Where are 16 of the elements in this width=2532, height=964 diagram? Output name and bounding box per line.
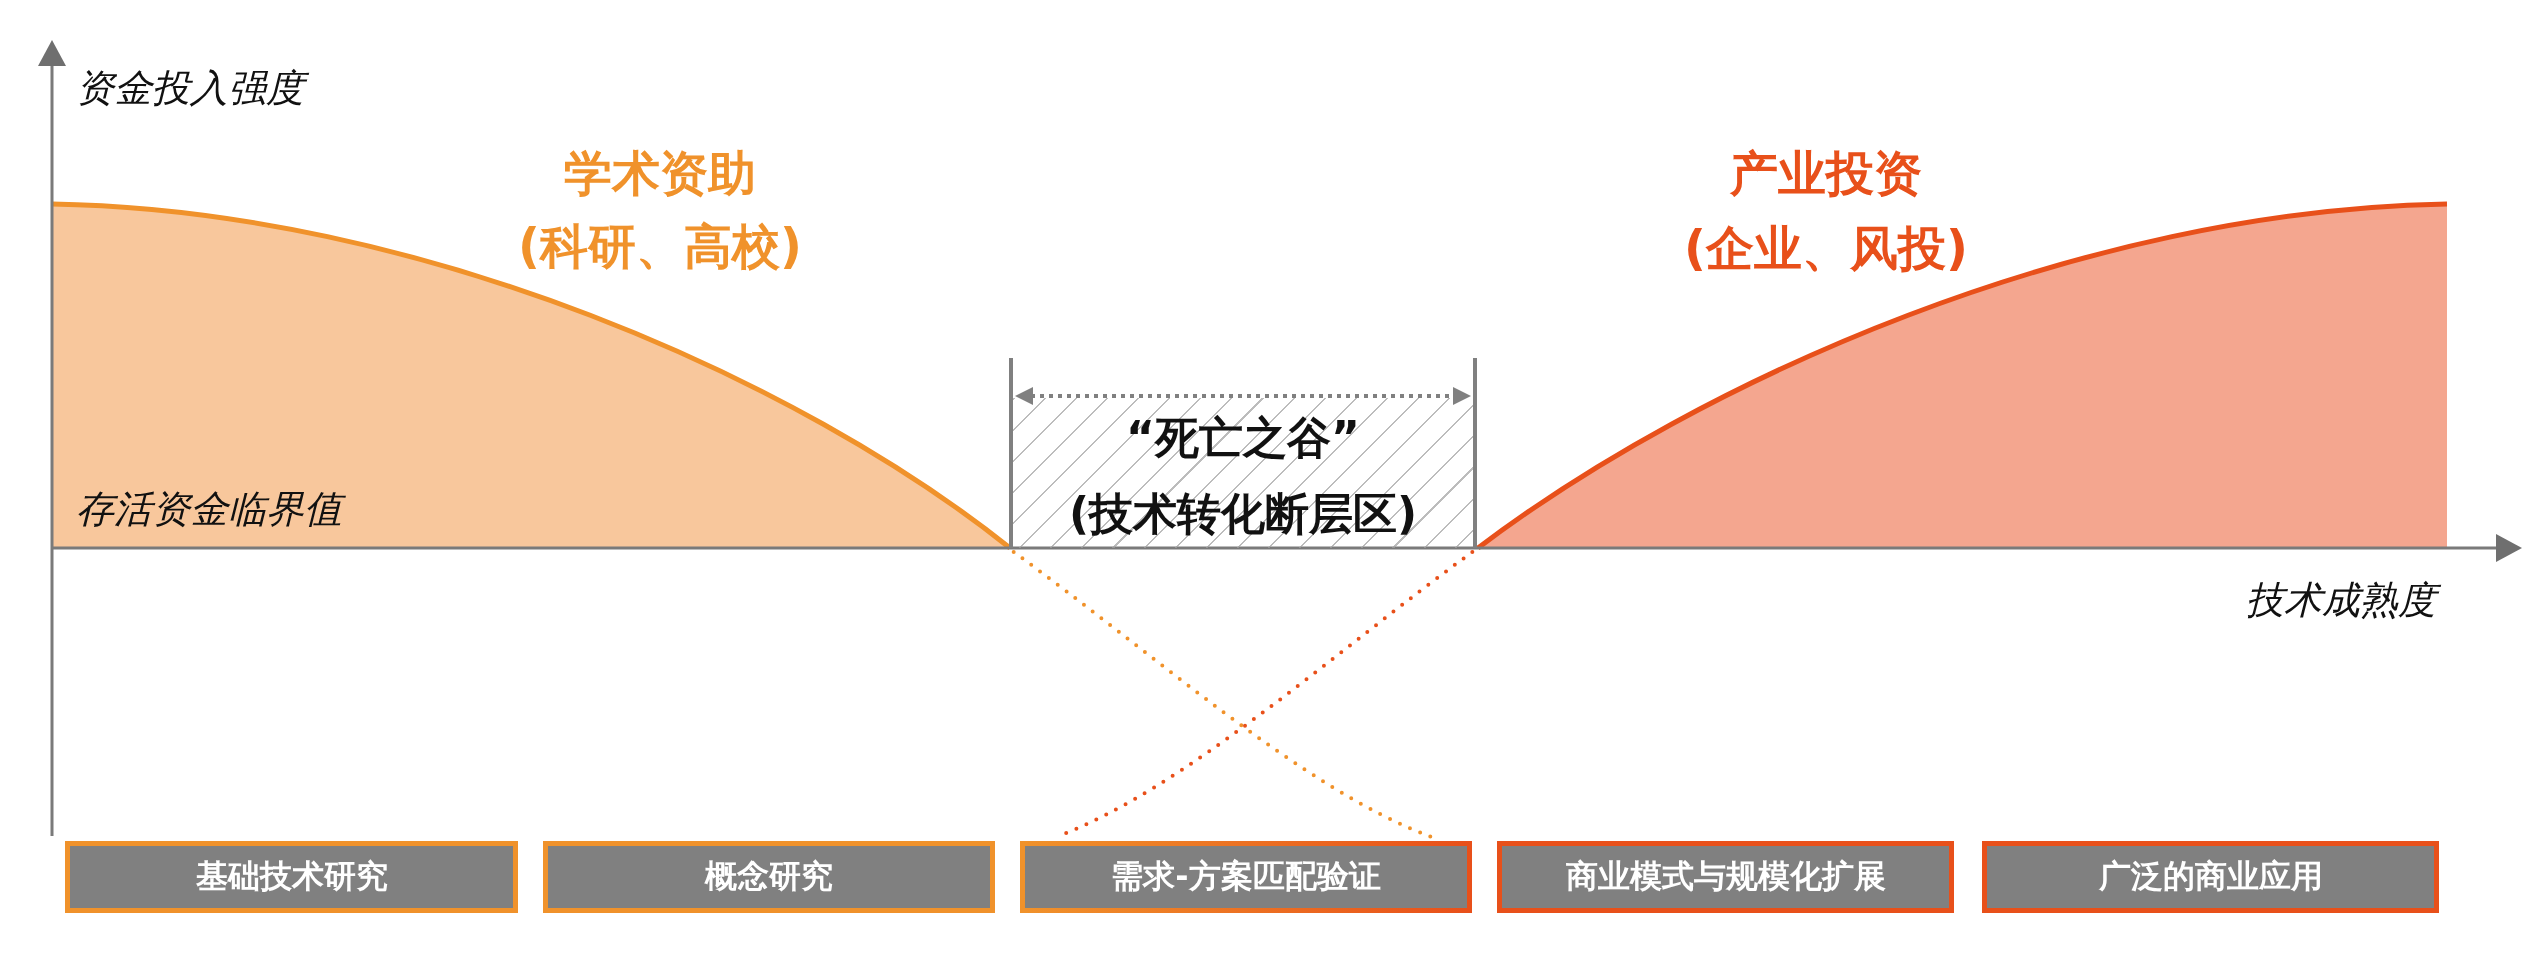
stage-box: 商业模式与规模化扩展 bbox=[1497, 841, 1954, 913]
series-sublabel: (科研、高校) bbox=[518, 217, 802, 276]
axis-title: 资金投入强度 bbox=[72, 65, 314, 113]
stage-box: 基础技术研究 bbox=[65, 841, 518, 913]
axis-title: 技术成熟度 bbox=[2242, 577, 2446, 625]
series-sublabel: (企业、风投) bbox=[1684, 219, 1968, 278]
stage-box: 需求-方案匹配验证 bbox=[1020, 841, 1472, 913]
series-label: 产业投资 bbox=[1730, 144, 1922, 203]
zone-title: “死亡之谷” bbox=[1126, 413, 1360, 463]
stage-box: 概念研究 bbox=[543, 841, 995, 913]
dotted-curve bbox=[1011, 550, 1434, 839]
stage-box: 广泛的商业应用 bbox=[1982, 841, 2439, 913]
hatched-zone bbox=[1009, 358, 1477, 548]
zone-subtitle: (技术转化断层区) bbox=[1068, 489, 1418, 539]
threshold-label: 存活资金临界值 bbox=[72, 486, 352, 534]
series-label: 学术资助 bbox=[564, 144, 756, 203]
